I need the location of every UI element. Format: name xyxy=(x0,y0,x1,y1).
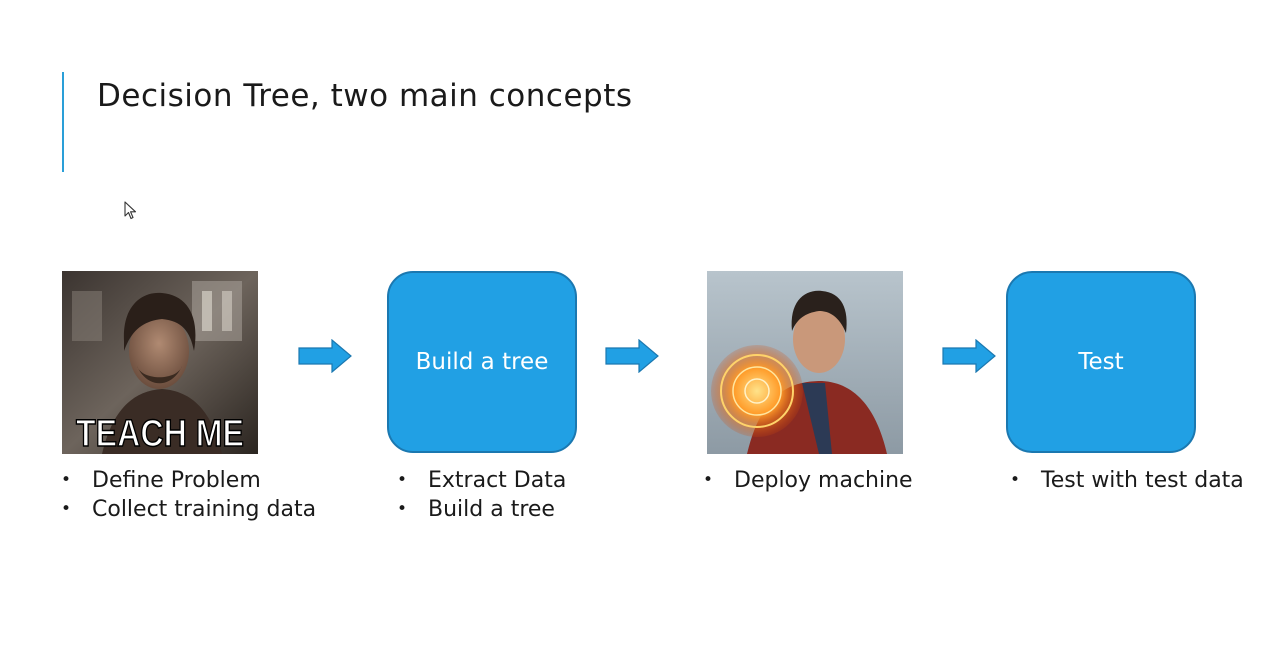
build-tree-box: Build a tree xyxy=(387,271,577,453)
right-arrow-icon xyxy=(942,339,996,373)
build-tree-box-label: Build a tree xyxy=(415,349,549,375)
list-item: Deploy machine xyxy=(703,466,913,495)
test-box: Test xyxy=(1006,271,1196,453)
step2-bullet-list: Extract Data Build a tree xyxy=(397,466,566,524)
step4-bullet-list: Test with test data xyxy=(1010,466,1244,495)
list-item: Test with test data xyxy=(1010,466,1244,495)
test-box-label: Test xyxy=(1078,349,1124,375)
doctor-strange-image xyxy=(707,271,903,454)
right-arrow-icon xyxy=(605,339,659,373)
meme-caption: TEACH ME xyxy=(76,413,244,454)
list-item: Build a tree xyxy=(397,495,566,524)
title-accent-bar xyxy=(62,72,64,172)
list-item: Extract Data xyxy=(397,466,566,495)
list-item: Define Problem xyxy=(61,466,316,495)
step1-bullet-list: Define Problem Collect training data xyxy=(61,466,316,524)
step3-bullet-list: Deploy machine xyxy=(703,466,913,495)
mouse-pointer-icon xyxy=(124,201,137,220)
teach-me-meme-image: TEACH ME xyxy=(62,271,258,454)
list-item: Collect training data xyxy=(61,495,316,524)
right-arrow-icon xyxy=(298,339,352,373)
slide-title: Decision Tree, two main concepts xyxy=(97,78,633,114)
